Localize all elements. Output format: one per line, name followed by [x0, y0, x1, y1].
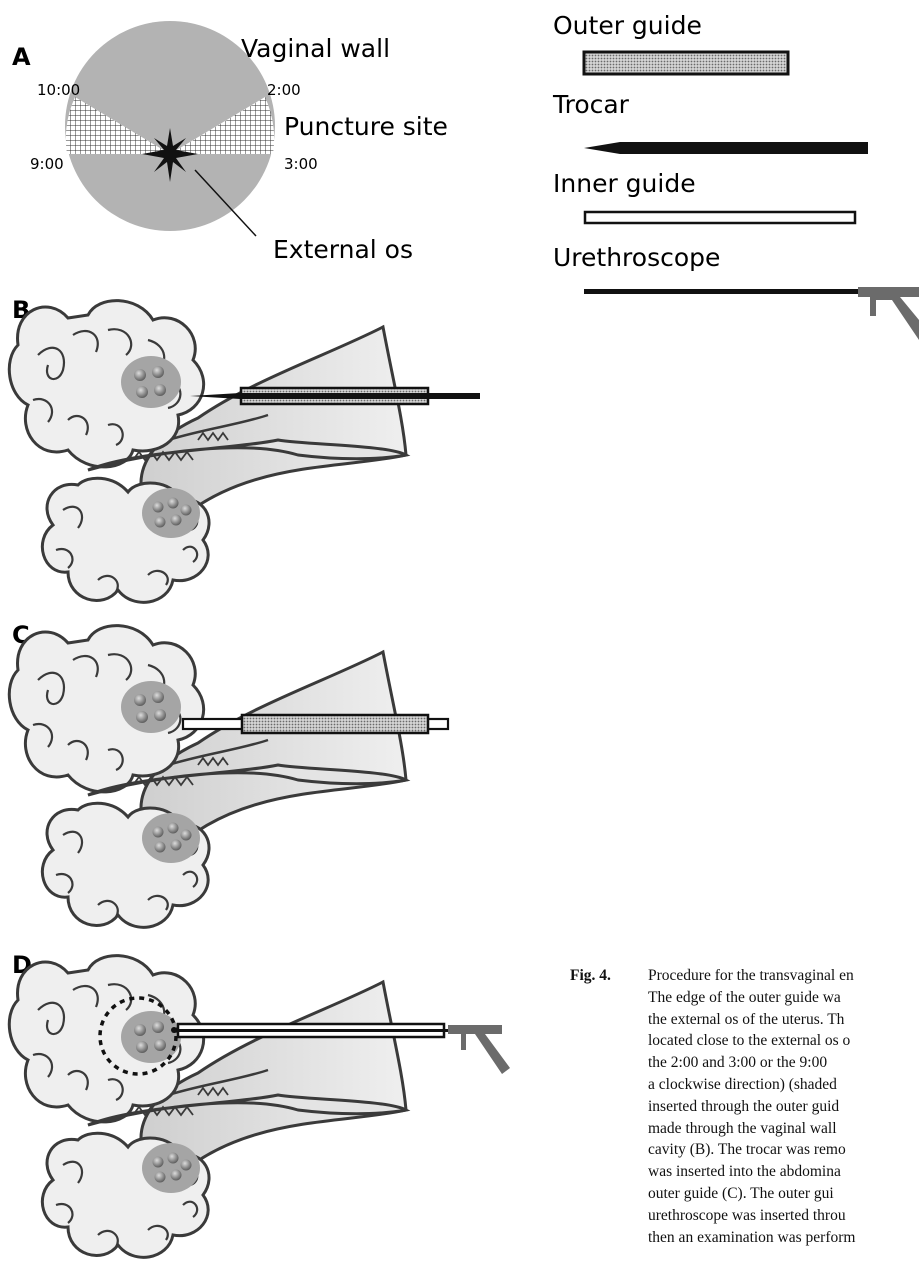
inner-guide-label: Inner guide [553, 169, 696, 198]
caption-line: the external os of the uterus. Th [648, 1009, 855, 1031]
anatomy-c [9, 626, 406, 928]
trocar-swatch [584, 142, 868, 154]
caption-line: Procedure for the transvaginal en [648, 965, 855, 987]
caption-line: urethroscope was inserted throu [648, 1205, 855, 1227]
clock-2-label: 2:00 [267, 81, 301, 99]
panel-c: C [9, 621, 448, 927]
outer-guide-swatch [584, 52, 788, 74]
instrument-legend: Outer guide Trocar Inner guide Urethrosc… [552, 11, 919, 340]
figure-number: Fig. 4. [570, 965, 611, 987]
caption-text: Procedure for the transvaginal en The ed… [648, 965, 855, 1248]
caption-line: located close to the external os o [648, 1030, 855, 1052]
caption-line: the 2:00 and 3:00 or the 9:00 [648, 1052, 855, 1074]
urethroscope-swatch [584, 287, 919, 340]
anatomy-d [9, 956, 406, 1258]
caption-line: made through the vaginal wall [648, 1118, 855, 1140]
vaginal-wall-label: Vaginal wall [241, 34, 390, 63]
urethroscope-label: Urethroscope [553, 243, 720, 272]
panel-d: D [9, 951, 510, 1257]
caption-line: inserted through the outer guid [648, 1096, 855, 1118]
anatomy-b [9, 301, 406, 603]
outer-guide-label: Outer guide [553, 11, 702, 40]
puncture-site-label: Puncture site [284, 112, 448, 141]
caption-line: outer guide (C). The outer gui [648, 1183, 855, 1205]
panel-a: A Vaginal wall Puncture site External os… [12, 21, 448, 264]
inner-guide-swatch [585, 212, 855, 223]
caption-line: was inserted into the abdomina [648, 1161, 855, 1183]
external-os-label: External os [273, 235, 413, 264]
caption-line: a clockwise direction) (shaded [648, 1074, 855, 1096]
clock-10-label: 10:00 [37, 81, 80, 99]
caption-line: The edge of the outer guide wa [648, 987, 855, 1009]
caption-line: then an examination was perform [648, 1227, 855, 1249]
panel-b: B [9, 296, 480, 602]
clock-3-label: 3:00 [284, 155, 318, 173]
panel-a-letter: A [12, 43, 31, 71]
trocar-label: Trocar [552, 90, 630, 119]
clock-9-label: 9:00 [30, 155, 64, 173]
caption-line: cavity (B). The trocar was remo [648, 1139, 855, 1161]
